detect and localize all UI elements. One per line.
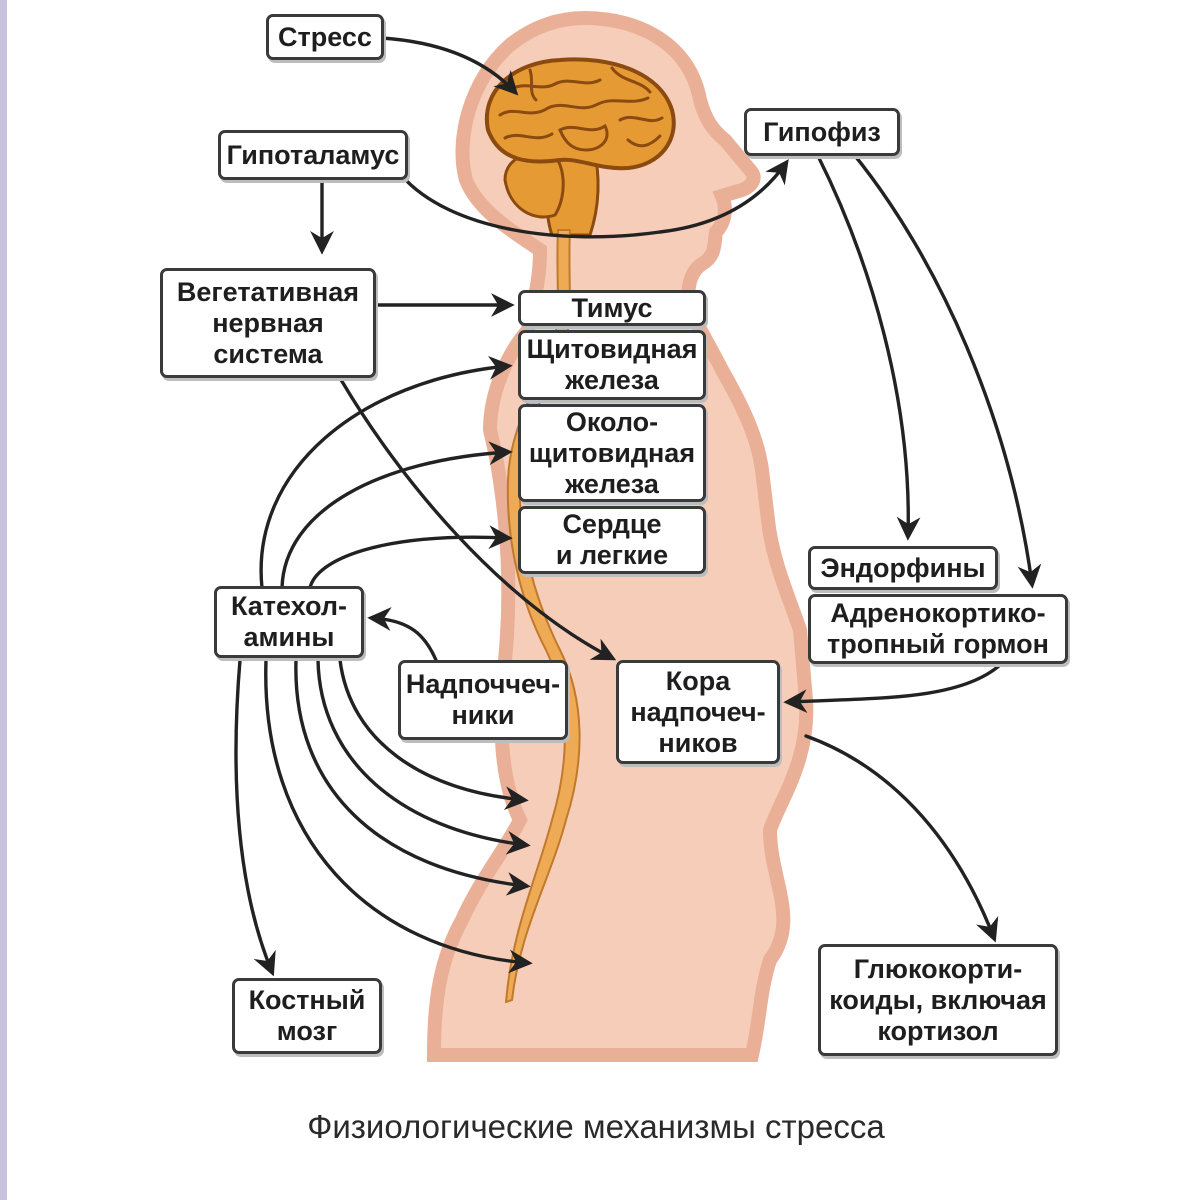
label-adrenals: Надпоччеч- ники bbox=[398, 660, 568, 740]
cerebrum bbox=[484, 57, 676, 171]
arrow-hypophysis-to-acth bbox=[850, 150, 1042, 589]
label-autonomic-nervous-system: Вегетативная нервная система bbox=[160, 268, 376, 378]
label-stress: Стресс bbox=[266, 14, 384, 60]
label-glucocorticoids: Глюкокорти- коиды, включая кортизол bbox=[818, 944, 1058, 1056]
arrow-catecholamines-to-body-4 bbox=[264, 658, 533, 974]
arrow-hypothalamus-to-hypophysis bbox=[400, 159, 789, 239]
arrow-acth-to-adrenal-cortex bbox=[783, 663, 1002, 714]
arrow-stress-to-brain bbox=[380, 36, 519, 96]
arrow-catecholamines-to-thyroid bbox=[259, 355, 513, 590]
arrow-adrenals-to-catecholamines bbox=[367, 607, 438, 662]
left-border-strip bbox=[0, 0, 7, 1200]
label-heart-lungs: Сердце и легкие bbox=[518, 506, 706, 574]
diagram-caption: Физиологические механизмы стресса bbox=[307, 1108, 885, 1145]
brain-illustration bbox=[484, 57, 676, 237]
arrow-catecholamines-to-bone-marrow bbox=[234, 658, 276, 977]
label-endorphins: Эндорфины bbox=[808, 546, 998, 590]
arrow-catecholamines-to-body-3 bbox=[294, 658, 531, 896]
arrow-catecholamines-to-body-2 bbox=[316, 658, 531, 855]
arrow-catecholamines-to-body-1 bbox=[338, 658, 529, 811]
label-thyroid: Щитовидная железа bbox=[518, 330, 706, 400]
arrow-hypophysis-to-endorphins bbox=[816, 154, 921, 541]
label-thymus: Тимус bbox=[518, 290, 706, 326]
label-hypothalamus: Гипоталамус bbox=[218, 130, 408, 180]
arrow-ans-to-adrenal-cortex bbox=[338, 376, 617, 661]
label-bone-marrow: Костный мозг bbox=[232, 978, 382, 1054]
arrow-catecholamines-to-heart-lungs bbox=[308, 525, 513, 590]
label-hypophysis: Гипофиз bbox=[744, 108, 900, 156]
label-adrenal-cortex: Кора надпочеч- ников bbox=[616, 660, 780, 764]
label-acth: Адренокортико- тропный гормон bbox=[808, 594, 1068, 664]
label-parathyroid: Около- щитовидная железа bbox=[518, 404, 706, 502]
arrow-catecholamines-to-parathyroid bbox=[280, 441, 513, 590]
arrow-adrenal-cortex-to-glucocorticoids bbox=[804, 734, 999, 943]
label-catecholamines: Катехол- амины bbox=[214, 586, 364, 658]
